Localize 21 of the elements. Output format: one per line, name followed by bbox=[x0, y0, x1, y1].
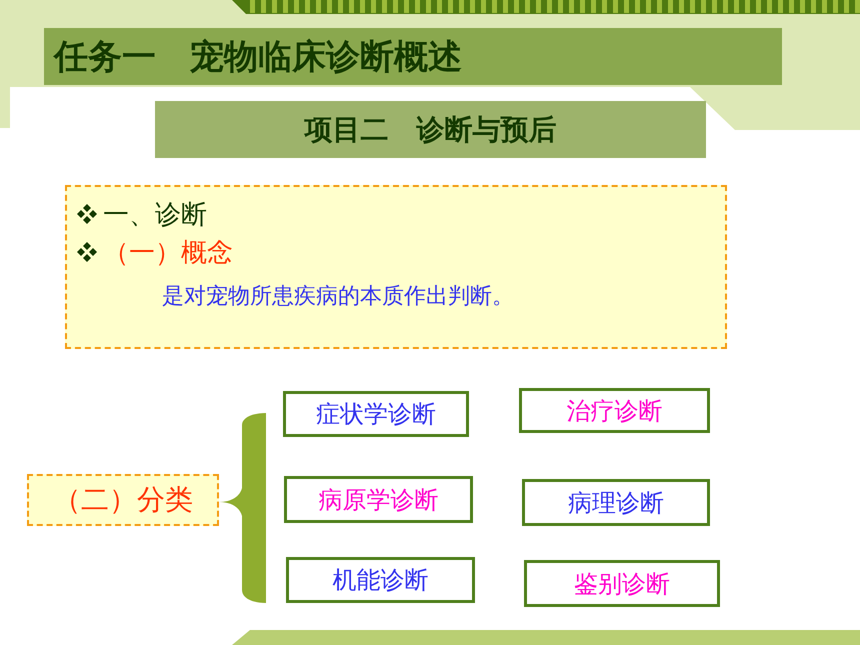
box-label: 症状学诊断 bbox=[316, 399, 436, 430]
box-label: 病原学诊断 bbox=[318, 484, 438, 516]
category-label: （二）分类 bbox=[53, 482, 193, 518]
heading: 一、诊断 bbox=[103, 198, 207, 232]
process-box bbox=[522, 479, 710, 526]
box-label: 治疗诊断 bbox=[566, 396, 662, 426]
process-box bbox=[284, 476, 473, 523]
box-label: 病理诊断 bbox=[568, 488, 664, 518]
subtitle-banner bbox=[155, 101, 706, 158]
process-box bbox=[524, 560, 720, 607]
process-box bbox=[283, 391, 469, 437]
note-box bbox=[65, 185, 727, 349]
subtitle: 项目二 诊断与预后 bbox=[304, 112, 556, 148]
box-label: 机能诊断 bbox=[332, 565, 428, 596]
category-box bbox=[27, 474, 219, 526]
title: 任务一 宠物临床诊断概述 bbox=[54, 36, 462, 78]
heading: （一）概念 bbox=[103, 236, 233, 270]
process-box bbox=[519, 388, 710, 433]
box-label: 鉴别诊断 bbox=[574, 568, 670, 600]
process-box bbox=[286, 557, 475, 603]
definition-text: 是对宠物所患疾病的本质作出判断。 bbox=[162, 283, 514, 311]
